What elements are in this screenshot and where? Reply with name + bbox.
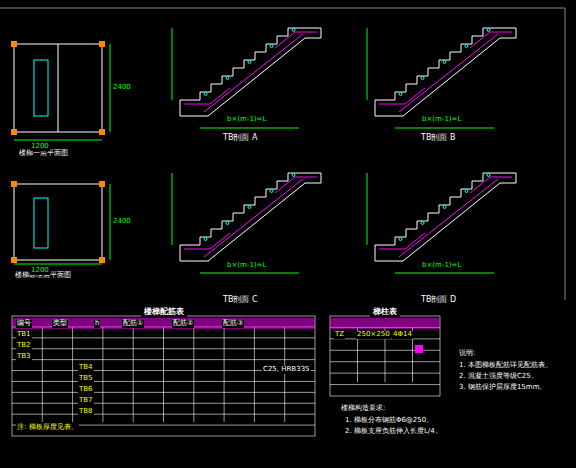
stroke: [226, 222, 229, 225]
stroke: [367, 28, 368, 100]
stroke: [254, 327, 255, 422]
stroke: [270, 45, 273, 48]
stroke: [184, 233, 230, 249]
label: 类型: [52, 320, 68, 328]
label: TB4: [78, 364, 94, 372]
stroke: [226, 77, 229, 80]
stroke: [421, 77, 424, 80]
stroke: [465, 45, 468, 48]
label: b×(m-1)=L: [226, 262, 267, 270]
stroke: [375, 28, 516, 116]
stroke: [399, 34, 498, 112]
stroke: [330, 384, 440, 385]
label: TB剖面 D: [420, 296, 457, 305]
stroke: [163, 327, 164, 422]
stroke: [248, 61, 251, 64]
stroke: [379, 233, 425, 249]
stroke: [443, 61, 446, 64]
label: 楼梯构造要求:: [340, 405, 386, 413]
stroke: [275, 177, 317, 193]
table-box: 梯柱表: [330, 304, 440, 396]
label: 1200: [30, 143, 50, 151]
stroke: [204, 179, 303, 257]
stroke: [224, 327, 225, 422]
stroke: [275, 32, 317, 48]
stroke: [193, 327, 194, 422]
label: TB1: [16, 331, 32, 339]
label: 配筋③: [222, 320, 244, 328]
label: C25, HRB335: [262, 366, 311, 374]
stroke: [133, 327, 134, 422]
stroke: [470, 177, 512, 193]
label: 楼梯一层平面图: [18, 150, 69, 158]
stroke: [180, 28, 321, 116]
label: TB2: [16, 342, 32, 350]
label: 250×250: [356, 331, 391, 339]
label: b×(m-1)=L: [226, 116, 267, 124]
label: 4Φ14: [392, 331, 413, 339]
label: 配筋①: [122, 320, 144, 328]
stroke: [399, 238, 402, 241]
label: b×(m-1)=L: [421, 116, 462, 124]
stroke: [395, 273, 494, 274]
label: TB剖面 C: [222, 296, 259, 305]
stroke: [200, 128, 299, 129]
label: b×(m-1)=L: [421, 262, 462, 270]
stroke: [487, 174, 490, 177]
label: 编号: [16, 320, 32, 328]
label: TB3: [16, 353, 32, 361]
label: 1. 梯板分布钢筋Φ6@250。: [344, 417, 434, 425]
label: TZ: [334, 331, 345, 339]
stroke: [487, 29, 490, 32]
stroke: [172, 173, 173, 245]
stroke: [204, 93, 207, 96]
stroke: [443, 206, 446, 209]
stroke: [172, 28, 173, 100]
stroke: [204, 34, 303, 112]
label: 2. 梯板支座负筋伸入长度L/4。: [344, 428, 443, 436]
stroke: [200, 273, 299, 274]
stroke: [292, 174, 295, 177]
stroke: [12, 316, 315, 436]
stroke: [367, 173, 368, 245]
stroke: [102, 327, 103, 422]
stroke: [270, 190, 273, 193]
stroke: [42, 327, 43, 422]
label: TB剖面 A: [222, 134, 258, 143]
stroke: [292, 29, 295, 32]
label: TB5: [78, 375, 94, 383]
stroke: [379, 88, 425, 104]
label: 2400: [112, 218, 132, 226]
table-title: 楼梯配筋表: [141, 306, 187, 317]
label: 说明:: [458, 350, 476, 358]
stroke: [399, 179, 498, 257]
stroke: [395, 128, 494, 129]
label: 3. 钢筋保护层厚度15mm。: [458, 384, 547, 392]
stroke: [399, 93, 402, 96]
stroke: [284, 327, 285, 422]
stroke: [465, 190, 468, 193]
stroke: [421, 222, 424, 225]
stroke: [180, 173, 321, 261]
stroke: [470, 32, 512, 48]
label: TB6: [78, 386, 94, 394]
stroke: [184, 88, 230, 104]
stroke: [72, 327, 73, 422]
label: TB8: [78, 408, 94, 416]
label: h: [94, 320, 100, 328]
label: 1200: [30, 267, 50, 275]
stroke: [375, 173, 516, 261]
stroke: [330, 316, 440, 396]
label: 1. 本图梯板配筋详见配筋表。: [458, 362, 553, 370]
label: 2. 混凝土强度等级C25。: [458, 373, 539, 381]
label: 2400: [112, 84, 132, 92]
label: TB剖面 B: [420, 134, 456, 143]
table-title: 梯柱表: [370, 306, 400, 317]
label: 配筋②: [172, 320, 194, 328]
stroke: [248, 206, 251, 209]
label: 注: 梯板厚度见表。: [16, 424, 79, 432]
label: TB7: [78, 397, 94, 405]
stroke: [204, 238, 207, 241]
